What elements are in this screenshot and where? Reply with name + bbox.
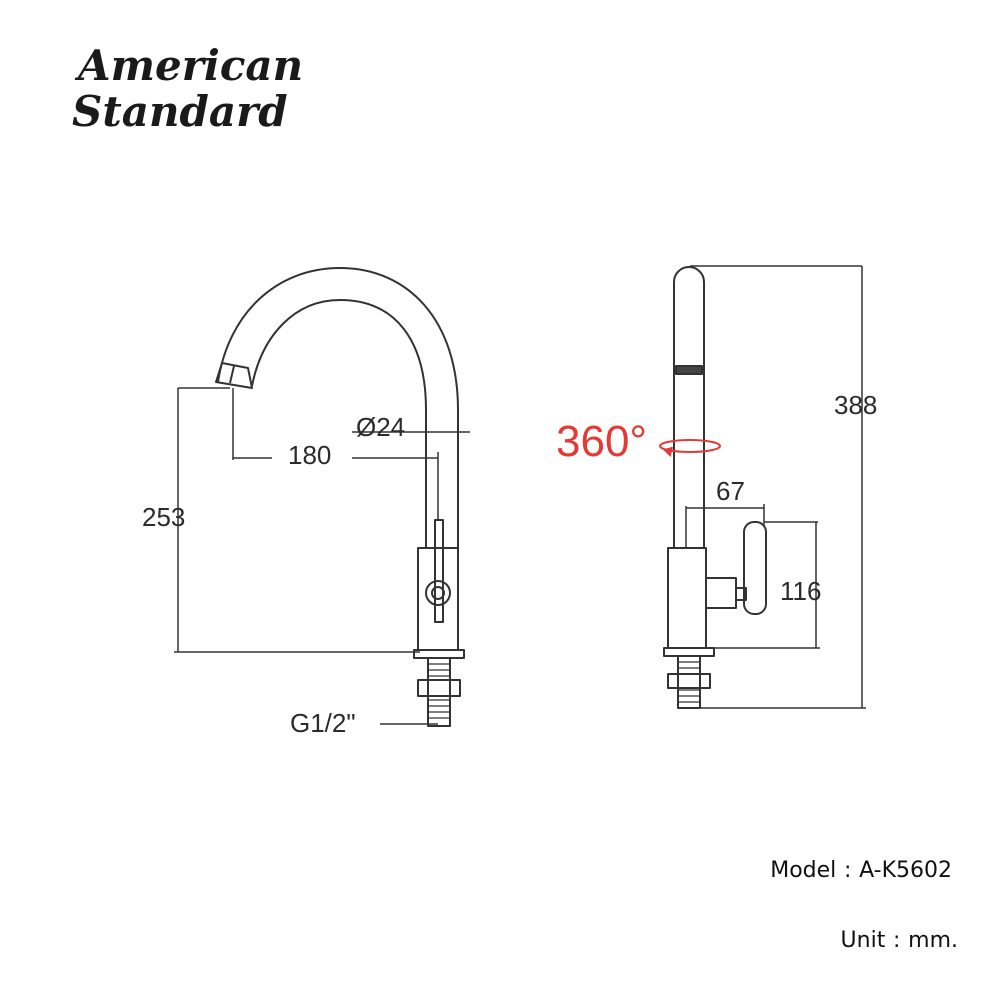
logo-line-1: American — [74, 41, 303, 90]
front-spout-tip — [215, 362, 253, 389]
side-handle-stem — [705, 577, 737, 609]
side-body — [667, 547, 707, 649]
model-value: A-K5602 — [859, 858, 952, 883]
side-view — [663, 266, 767, 709]
side-spout — [673, 266, 705, 548]
front-view — [215, 267, 465, 727]
side-handle-cap — [735, 587, 747, 601]
side-shank — [677, 655, 701, 709]
unit-row: Unit: mm. — [841, 928, 958, 953]
rotation-indicator — [659, 439, 721, 457]
dim-handle-116: 116 — [780, 576, 821, 606]
brand-logo: American Standard — [72, 41, 303, 136]
rotation-label: 360° — [556, 417, 647, 466]
side-aerator — [675, 365, 703, 375]
logo-line-2: Standard — [72, 87, 288, 136]
dim-diameter-24: Ø24 — [356, 412, 405, 442]
unit-label: Unit — [840, 928, 886, 953]
side-lock-nut — [667, 673, 711, 689]
model-separator: : — [843, 858, 852, 883]
front-lock-nut — [417, 679, 461, 697]
side-dimensions — [685, 265, 866, 709]
dim-height-253: 253 — [142, 502, 185, 532]
front-shank — [427, 657, 451, 727]
dim-offset-67: 67 — [716, 476, 745, 506]
front-knob — [425, 580, 451, 606]
model-label: Model — [770, 858, 837, 883]
model-row: Model: A-K5602 — [770, 858, 952, 883]
dim-reach-180: 180 — [288, 440, 331, 470]
front-dimensions — [174, 387, 470, 725]
unit-value: mm. — [908, 928, 958, 953]
front-base-plate — [413, 649, 465, 659]
side-handle-lever — [743, 521, 767, 615]
side-base-plate — [663, 647, 715, 657]
dim-thread: G1/2" — [290, 708, 356, 738]
unit-separator: : — [893, 928, 901, 953]
front-lever — [434, 519, 444, 623]
front-spout-inner — [251, 299, 427, 548]
front-spout-outer — [217, 267, 459, 548]
dim-total-388: 388 — [834, 390, 877, 420]
